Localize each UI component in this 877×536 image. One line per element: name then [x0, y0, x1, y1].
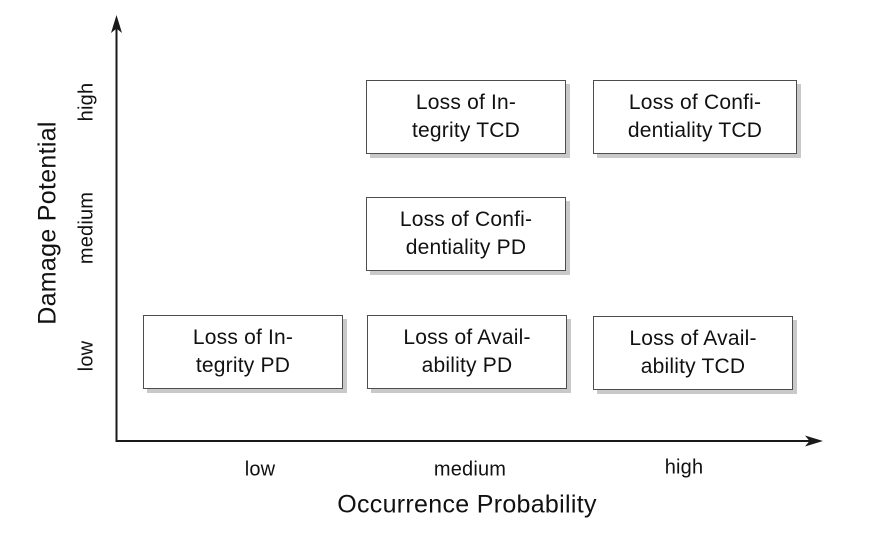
risk-box-label-line: Loss of In-: [415, 91, 517, 114]
risk-box-loss-of-confidentiality-pd: Loss of Confi- dentiality PD: [366, 197, 566, 271]
risk-box-label-line: ability TCD: [640, 355, 746, 378]
risk-box-label-line: tegrity PD: [195, 354, 291, 377]
risk-box-label-line: dentiality PD: [405, 236, 527, 259]
y-axis-arrowhead: [111, 15, 122, 33]
y-tick-medium: medium: [75, 191, 98, 265]
y-tick-low: low: [75, 340, 98, 372]
x-tick-high: high: [664, 456, 704, 479]
risk-box-loss-of-availability-tcd: Loss of Avail- ability TCD: [593, 316, 793, 390]
x-axis-arrowhead: [805, 435, 823, 447]
x-tick-medium: medium: [433, 458, 507, 481]
risk-box-label-line: dentiality TCD: [627, 119, 763, 142]
risk-box-label-line: Loss of Avail-: [629, 327, 757, 350]
x-axis-title: Occurrence Probability: [337, 490, 597, 519]
risk-box-loss-of-integrity-tcd: Loss of In- tegrity TCD: [366, 80, 566, 154]
risk-box-label-line: Loss of Avail-: [403, 326, 531, 349]
risk-box-loss-of-confidentiality-tcd: Loss of Confi- dentiality TCD: [593, 80, 797, 154]
risk-box-loss-of-integrity-pd: Loss of In- tegrity PD: [143, 315, 343, 389]
risk-box-loss-of-availability-pd: Loss of Avail- ability PD: [367, 315, 567, 389]
risk-box-label-line: Loss of Confi-: [399, 208, 533, 231]
risk-box-label-line: tegrity TCD: [412, 119, 520, 142]
risk-box-label-line: ability PD: [421, 354, 513, 377]
x-tick-low: low: [244, 458, 276, 481]
y-axis-title: Damage Potential: [33, 121, 62, 325]
y-tick-high: high: [75, 82, 98, 122]
risk-box-label-line: Loss of In-: [192, 326, 294, 349]
risk-box-label-line: Loss of Confi-: [628, 91, 762, 114]
